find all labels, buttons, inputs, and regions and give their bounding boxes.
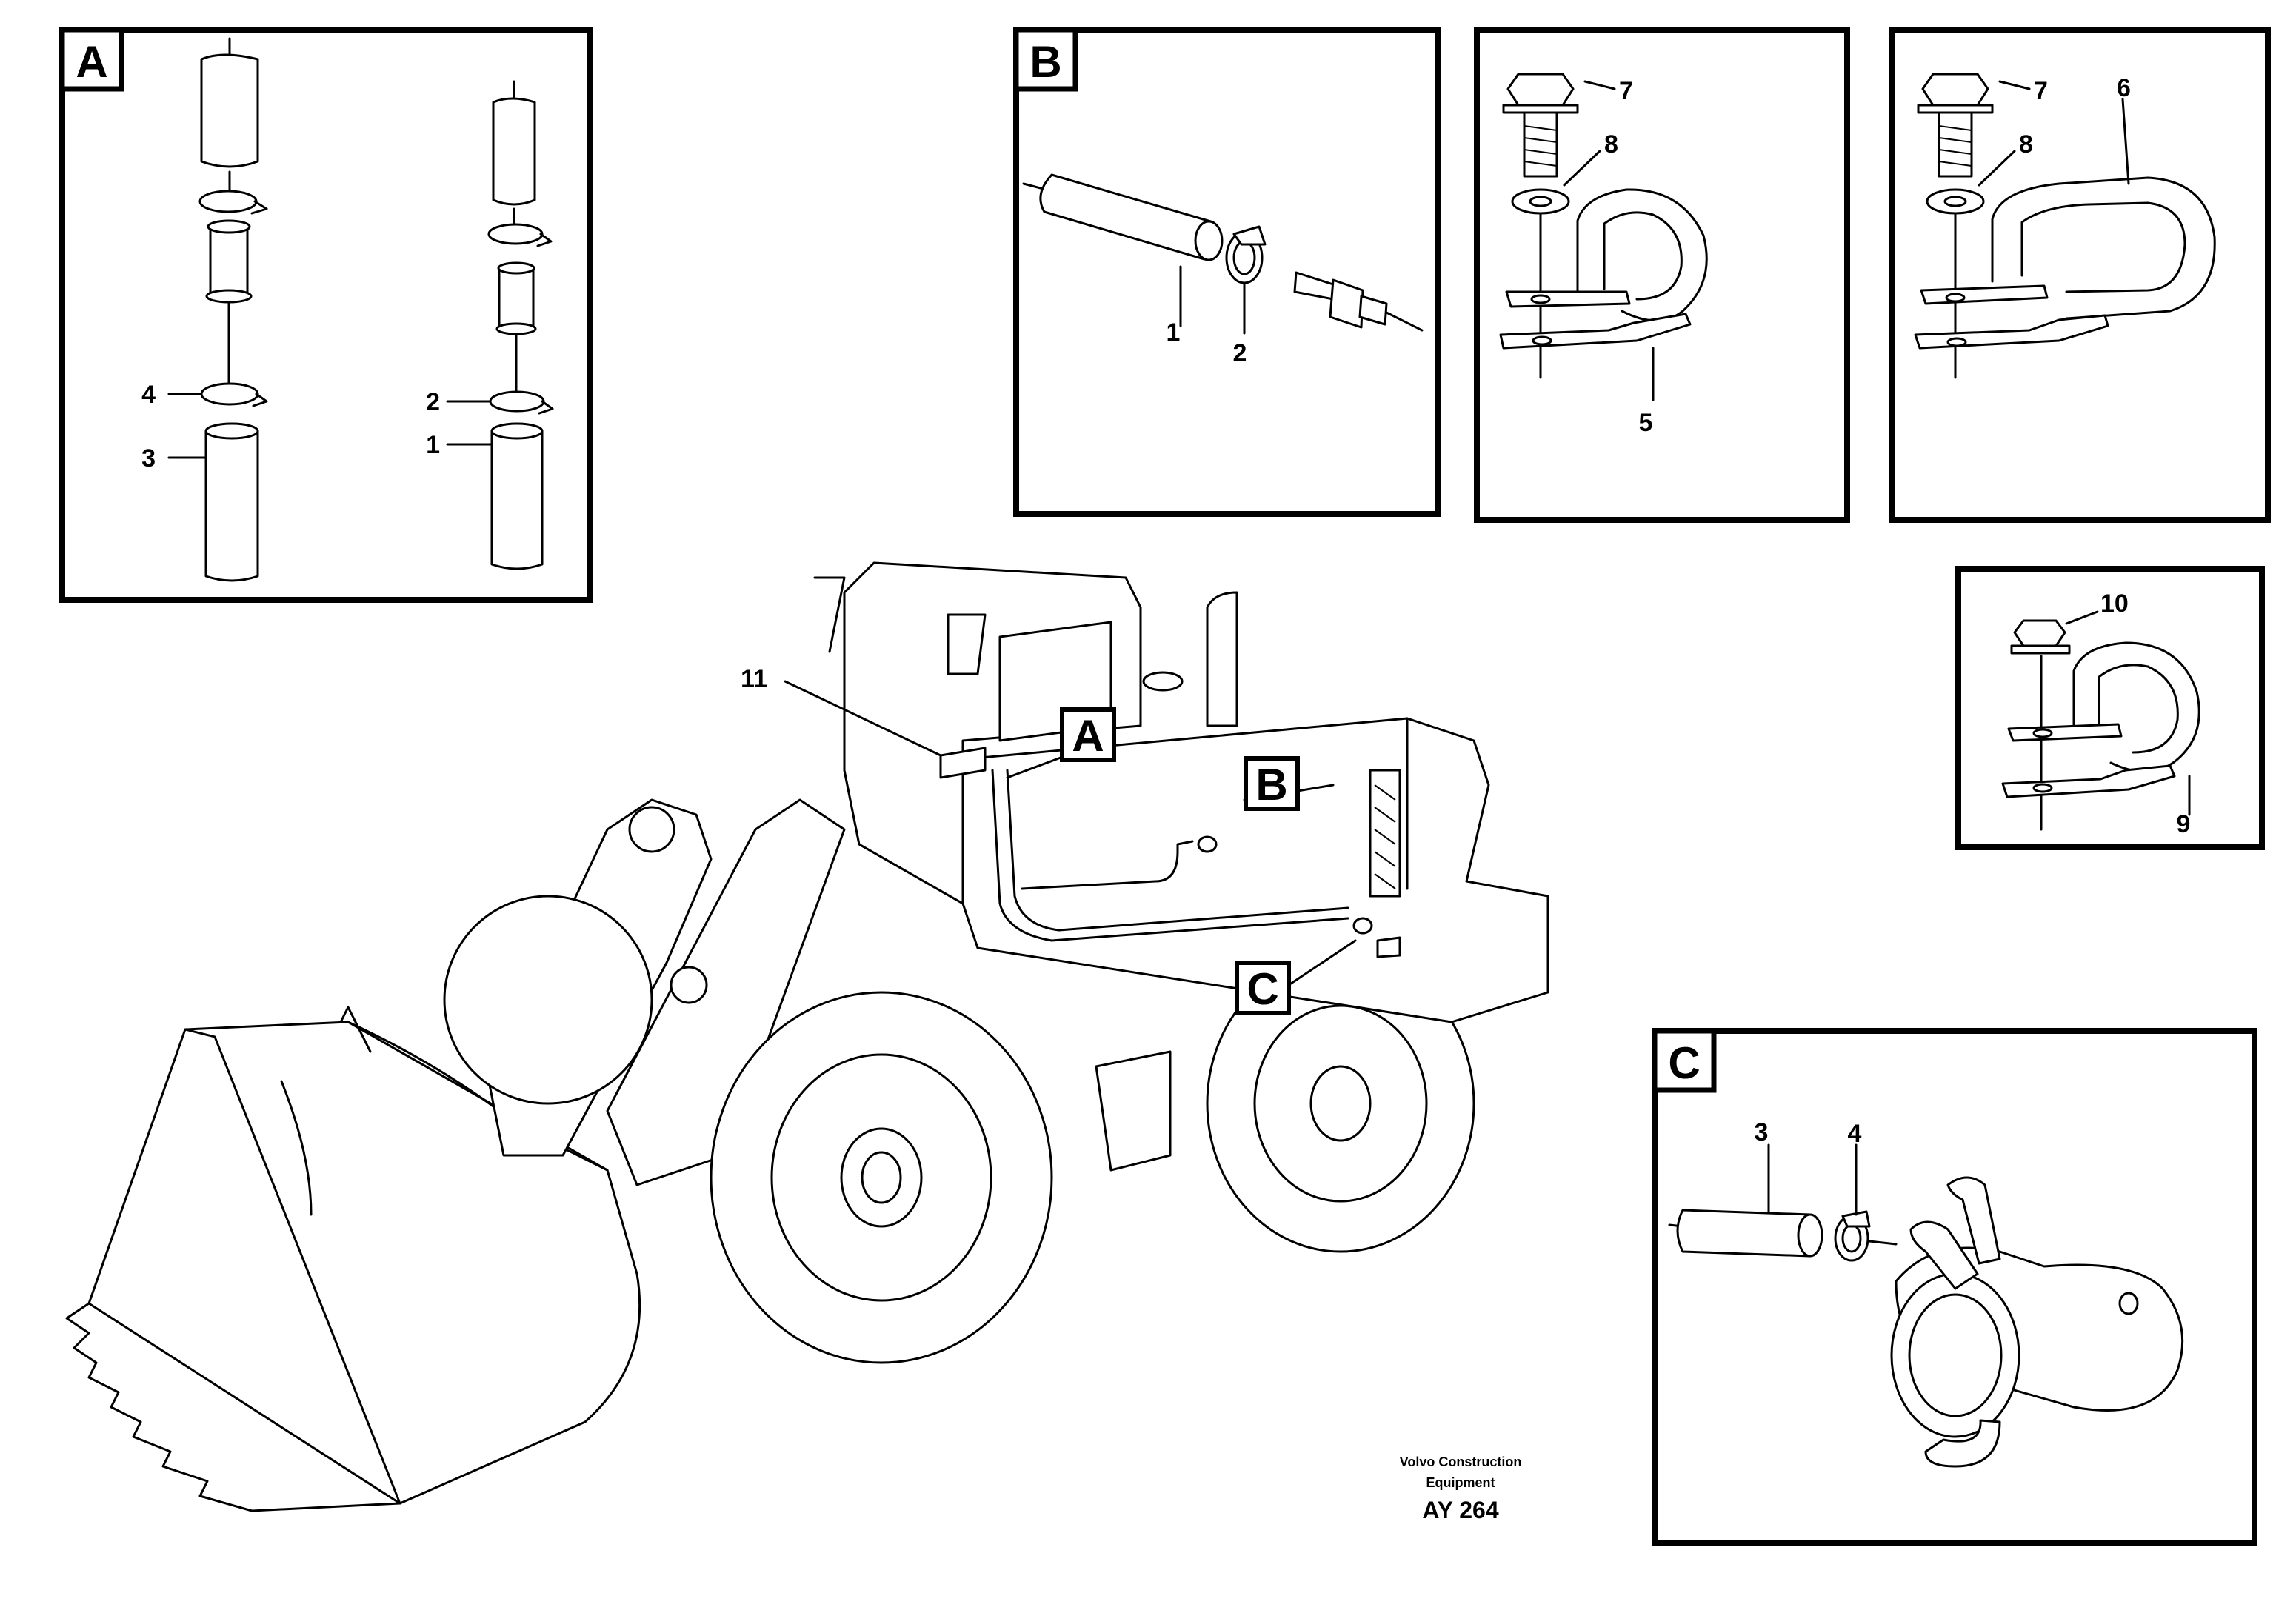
wheel-loader-illustration: 11 A B C [65,561,1549,1512]
callout-7: 7 [1619,77,1633,105]
callout-4: 4 [141,381,156,409]
grille-icon [1369,769,1401,898]
marker-b-box [1244,756,1300,811]
bolt-icon [1921,73,1989,107]
detail-a-letter-box [59,27,124,92]
detail-b-panel: B 1 2 [1013,27,1441,517]
exhaust-icon [1206,591,1238,727]
credit-block: Volvo Construction Equipment AY 264 [1400,1455,1522,1523]
callout-10: 10 [2100,590,2129,618]
clamp-detail-large: 7 8 6 [1889,27,2271,523]
drawing-code: AY 264 [1422,1497,1498,1523]
hose-clamp-icon [487,223,544,245]
hose-fitting-icon [1293,271,1335,301]
callout-11: 11 [741,665,767,693]
hose-icon [1039,173,1215,261]
detail-b-letter-box [1013,27,1078,92]
credit-line-1: Volvo Construction [1400,1455,1522,1469]
credit-line-2: Equipment [1426,1475,1495,1490]
callout-2: 2 [426,388,440,416]
detail-c-panel: C 3 4 [1652,1028,2257,1546]
marker-c: C [1247,964,1278,1014]
marker-a: A [1072,711,1104,761]
callout-9: 9 [2177,810,2191,838]
detail-a-left-hose: 4 3 [141,37,268,582]
detail-a-letter: A [76,37,107,87]
detail-a-right-hose: 2 1 [426,80,554,570]
callout-1: 1 [426,431,440,459]
step-icon [1095,1050,1172,1172]
callout-8: 8 [2019,130,2033,158]
callout-6: 6 [2117,74,2131,102]
hose-clamp-icon [489,390,545,413]
detail-c-letter: C [1668,1038,1700,1088]
heater-hose-line [991,769,1349,942]
callout-3: 3 [141,444,156,472]
callout-2: 2 [1233,339,1247,367]
hose-clamp-icon [198,190,258,213]
hose-clamp-icon [200,382,259,406]
callout-1: 1 [1167,318,1181,347]
detail-a-panel: A 4 3 [59,27,593,603]
marker-a-box [1060,707,1116,762]
callout-3: 3 [1755,1118,1769,1146]
clamp-detail-nut: 10 9 [1955,566,2265,850]
detail-c-letter-box [1652,1028,1717,1093]
detail-b-letter: B [1029,37,1061,87]
bolt-icon [1506,73,1575,107]
callout-4: 4 [1848,1120,1862,1148]
nut-icon [2013,619,2066,647]
callout-5: 5 [1639,409,1653,437]
marker-b: B [1255,760,1287,809]
marker-c-box [1235,961,1291,1015]
clamp-detail-small: 7 8 5 [1474,27,1850,523]
callout-8: 8 [1604,130,1618,158]
callout-7: 7 [2034,77,2048,105]
hose-icon [1676,1209,1812,1258]
